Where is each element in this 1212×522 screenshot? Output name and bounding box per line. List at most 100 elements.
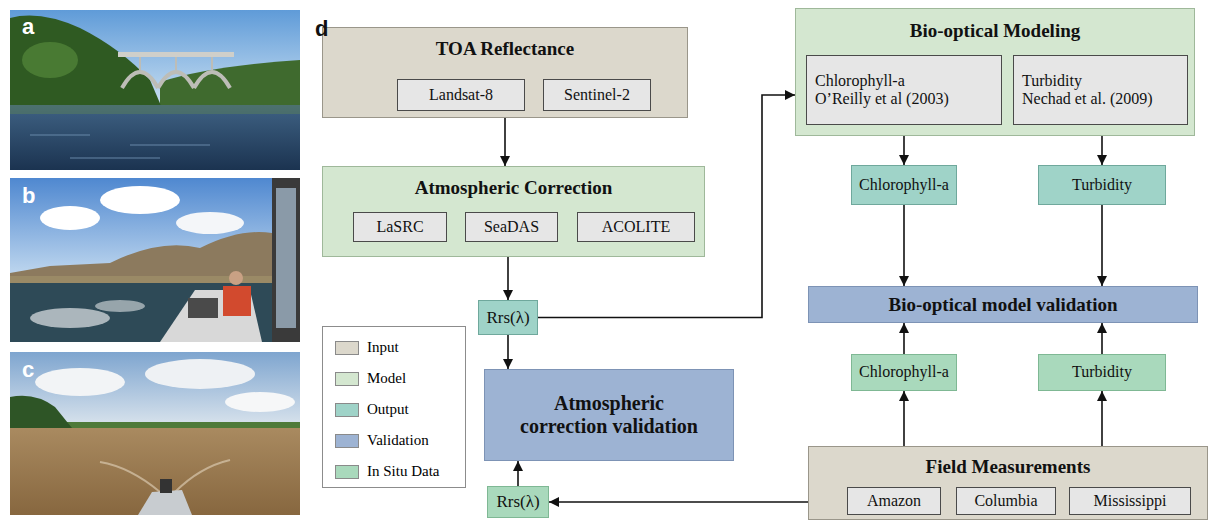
legend-swatch [335, 341, 359, 355]
legend-text: In Situ Data [367, 463, 440, 480]
panel-letter: d [315, 18, 328, 40]
photo-detail [225, 392, 295, 412]
node-text: O’Reilly et al (2003) [815, 90, 949, 108]
node-text: Bio-optical model validation [888, 294, 1117, 316]
source-box: Columbia [956, 487, 1056, 515]
legend-row: Model [335, 363, 465, 394]
flow-arrow [1101, 391, 1103, 446]
photo-detail [10, 105, 300, 114]
river-photo-a [10, 10, 300, 170]
node-text: Amazon [867, 492, 921, 510]
legend-text: Validation [367, 432, 429, 449]
in-situ-box: Rrs(λ) [487, 486, 549, 518]
input-box: Field MeasurementsAmazon Columbia Mississi… [808, 446, 1208, 520]
photo-detail [30, 308, 110, 328]
validation-box: Bio-optical model validation [808, 286, 1198, 323]
node-text: ACOLITE [602, 218, 670, 236]
node-text: LaSRC [376, 218, 423, 236]
source-box: Sentinel-2 [543, 79, 651, 111]
source-box: Mississippi [1069, 487, 1191, 515]
legend-box: InputModelOutputValidation In Situ Data [322, 326, 466, 488]
node-text: Nechad et al. (2009) [1022, 90, 1153, 108]
flow-arrow [507, 335, 509, 369]
node-text: Chlorophyll-a [859, 176, 949, 194]
flow-arrow [903, 323, 905, 354]
node-text: Mississippi [1094, 492, 1167, 510]
photo-detail [138, 490, 192, 515]
photo-detail [140, 57, 212, 70]
legend-text: Output [367, 401, 409, 418]
node-text: Chlorophyll-a [815, 72, 905, 90]
node-text: Bio-optical Modeling [910, 20, 1080, 42]
photo-detail [22, 42, 78, 78]
source-box: Amazon [847, 487, 941, 515]
node-text: Field Measurements [926, 456, 1091, 478]
flow-arrow [1101, 323, 1103, 354]
legend-row: Validation [335, 425, 465, 456]
node-text: Turbidity [1072, 363, 1132, 381]
node-text: Rrs(λ) [486, 308, 529, 328]
photo-detail [10, 428, 300, 515]
legend-row: Output [335, 394, 465, 425]
in-situ-box: Chlorophyll-a [851, 354, 957, 391]
model-box: Atmospheric CorrectionLaSRC SeaDAS ACOLITE [322, 166, 705, 257]
legend-row: In Situ Data [335, 456, 465, 487]
node-text: Turbidity [1022, 72, 1082, 90]
flow-arrow [549, 501, 808, 503]
flow-arrow [1101, 136, 1103, 165]
flow-arrow [903, 205, 905, 286]
photo-detail [160, 60, 300, 108]
flow-arrow [1101, 205, 1103, 286]
input-box: TOA ReflectanceLandsat-8 Sentinel-2 [322, 27, 688, 118]
source-box: ACOLITE [577, 212, 695, 242]
photo-detail [276, 188, 296, 328]
photo-detail [30, 135, 210, 158]
source-box: Chlorophyll-aO’Reilly et al (2003) [806, 55, 1002, 125]
node-text: Sentinel-2 [564, 86, 630, 104]
legend-text: Input [367, 339, 399, 356]
panel-letter: a [22, 16, 34, 38]
photo-detail [272, 178, 300, 342]
photo-detail [160, 479, 172, 493]
photo-detail [40, 206, 100, 230]
source-box: SeaDAS [465, 212, 558, 242]
photo-detail [188, 298, 218, 318]
output-box: Turbidity [1038, 165, 1166, 205]
node-text: TOA Reflectance [436, 38, 574, 60]
source-box: TurbidityNechad et al. (2009) [1013, 55, 1188, 125]
source-box: Landsat-8 [397, 79, 525, 111]
flow-arrow [903, 136, 905, 165]
panel-letter: b [22, 185, 35, 207]
river-photo-b [10, 178, 300, 342]
flow-arrow [903, 391, 905, 446]
photo-detail [229, 271, 243, 285]
legend-swatch [335, 434, 359, 448]
output-box: Rrs(λ) [478, 300, 538, 335]
node-text: Atmospheric correction validation [513, 392, 705, 438]
legend-swatch [335, 465, 359, 479]
photo-detail [100, 186, 180, 214]
photo-detail [95, 300, 145, 312]
flow-arrow [507, 257, 509, 300]
panel-letter: c [22, 359, 34, 381]
in-situ-box: Turbidity [1038, 354, 1166, 391]
flow-arrow [504, 118, 506, 166]
photo-detail [100, 460, 230, 492]
output-box: Chlorophyll-a [851, 165, 957, 205]
node-text: Landsat-8 [429, 86, 493, 104]
node-text: Atmospheric Correction [415, 177, 613, 199]
photo-detail [145, 359, 255, 389]
legend-swatch [335, 372, 359, 386]
legend-row: Input [335, 332, 465, 363]
source-box: LaSRC [353, 212, 447, 242]
legend-text: Model [367, 370, 406, 387]
validation-box: Atmospheric correction validation [484, 369, 734, 461]
node-text: Turbidity [1072, 176, 1132, 194]
photo-detail [10, 283, 300, 342]
model-box: Bio-optical ModelingChlorophyll-aO’Reill… [795, 8, 1195, 136]
photo-detail [35, 368, 125, 396]
photo-detail [10, 232, 300, 288]
photo-detail [176, 212, 244, 234]
photo-detail [122, 72, 230, 88]
